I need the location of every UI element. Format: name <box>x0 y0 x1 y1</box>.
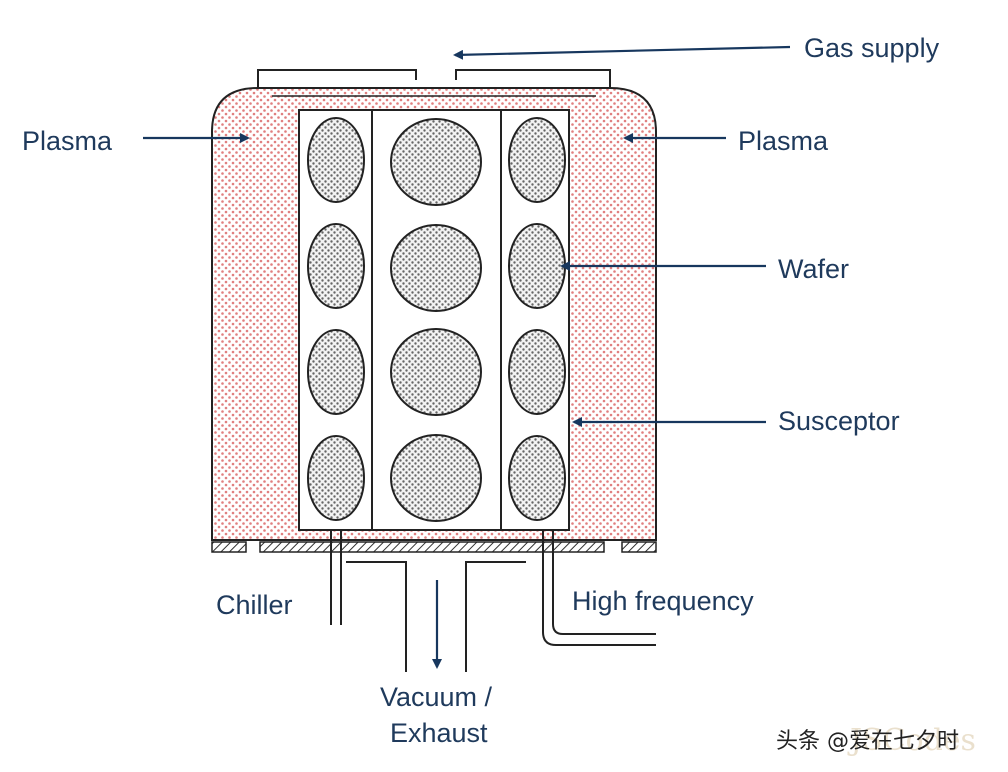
labels: Gas supply Plasma Plasma Wafer Susceptor… <box>22 33 940 748</box>
wafer-right-2 <box>508 223 566 309</box>
wafer-center-2 <box>390 224 482 312</box>
label-chiller: Chiller <box>216 590 293 620</box>
wafer-center-3 <box>390 328 482 416</box>
pipes <box>330 530 656 672</box>
wafer-left-4 <box>307 435 365 521</box>
chamber-lid-left <box>257 69 417 88</box>
wafer-left-2 <box>307 223 365 309</box>
wafer-center-4 <box>390 434 482 522</box>
base-plate <box>211 541 657 553</box>
hf-pipe-inner <box>552 530 656 635</box>
wafer-right-4 <box>508 435 566 521</box>
watermark-author: 头条 @爱在七夕时 <box>776 729 959 754</box>
label-vacuum-line1: Vacuum / <box>380 682 493 712</box>
wafer-left-3 <box>307 329 365 415</box>
label-susceptor: Susceptor <box>778 406 900 436</box>
label-vacuum-line2: Exhaust <box>390 718 488 748</box>
hf-pipe-outer <box>542 530 656 646</box>
leader-arrows <box>143 45 791 669</box>
exhaust-pipe-left <box>346 561 407 672</box>
label-plasma-right: Plasma <box>738 126 829 156</box>
wafer-center-1 <box>390 118 482 206</box>
watermark-overlay: JSCodes <box>847 723 976 758</box>
gas-supply-arrow <box>453 45 791 60</box>
chamber-lid-right <box>455 69 611 88</box>
watermarks: JSCodes 头条 @爱在七夕时 <box>776 723 976 758</box>
label-high-frequency: High frequency <box>572 586 754 616</box>
label-wafer: Wafer <box>778 254 849 284</box>
wafer-right-1 <box>508 117 566 203</box>
wafers <box>307 117 566 522</box>
label-gas-supply: Gas supply <box>804 33 940 63</box>
wafer-right-3 <box>508 329 566 415</box>
wafer-left-1 <box>307 117 365 203</box>
label-plasma-left: Plasma <box>22 126 113 156</box>
exhaust-pipe-right <box>465 561 526 672</box>
